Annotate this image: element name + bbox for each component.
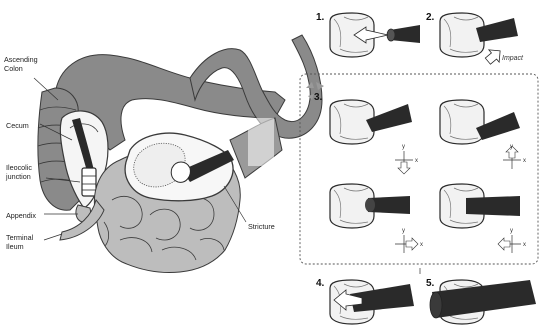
stricture-cup [171, 162, 190, 182]
axis-3b-y: y [510, 144, 513, 150]
axis-3a [395, 151, 413, 174]
colon-fade [248, 118, 274, 166]
step-5-number: 5. [426, 278, 435, 289]
axis-3d-y: y [510, 228, 513, 234]
label-cecum: Cecum [6, 121, 29, 130]
label-terminal-ileum-1: Terminal [6, 233, 34, 242]
step-1: 1. [316, 12, 420, 57]
impact-label: Impact [502, 55, 524, 62]
axis-3b-x: x [523, 158, 526, 164]
axis-3d [498, 235, 521, 253]
label-appendix: Appendix [6, 211, 36, 220]
axis-3d-x: x [523, 242, 526, 248]
label-ascending-colon-1: Ascending [4, 55, 38, 64]
step-4-number: 4. [316, 278, 325, 289]
axis-3a-y: y [402, 144, 405, 150]
label-stricture: Stricture [248, 222, 275, 231]
axis-3c-y: y [402, 228, 405, 234]
axis-3a-x: x [415, 158, 418, 164]
step-3-number: 3. [314, 92, 323, 103]
axis-3c [395, 235, 418, 253]
label-terminal-ileum-2: Ileum [6, 242, 24, 251]
step-3: 3. y x y x y x [306, 82, 526, 274]
probe-3d [466, 196, 520, 216]
label-ileocolic-2: junction [5, 172, 31, 181]
anatomy-illustration: Ascending Colon Cecum Ileocolic junction… [4, 35, 322, 273]
label-ileocolic-1: Ileocolic [6, 163, 32, 172]
axis-3c-x: x [420, 242, 423, 248]
label-ascending-colon-2: Colon [4, 64, 23, 73]
step-5: 5. [426, 278, 536, 324]
step-1-number: 1. [316, 12, 325, 23]
ileocolic-segment [82, 168, 96, 196]
step-2-number: 2. [426, 12, 435, 23]
step-4: 4. [316, 278, 414, 324]
step-2: 2. Impact [426, 12, 524, 67]
